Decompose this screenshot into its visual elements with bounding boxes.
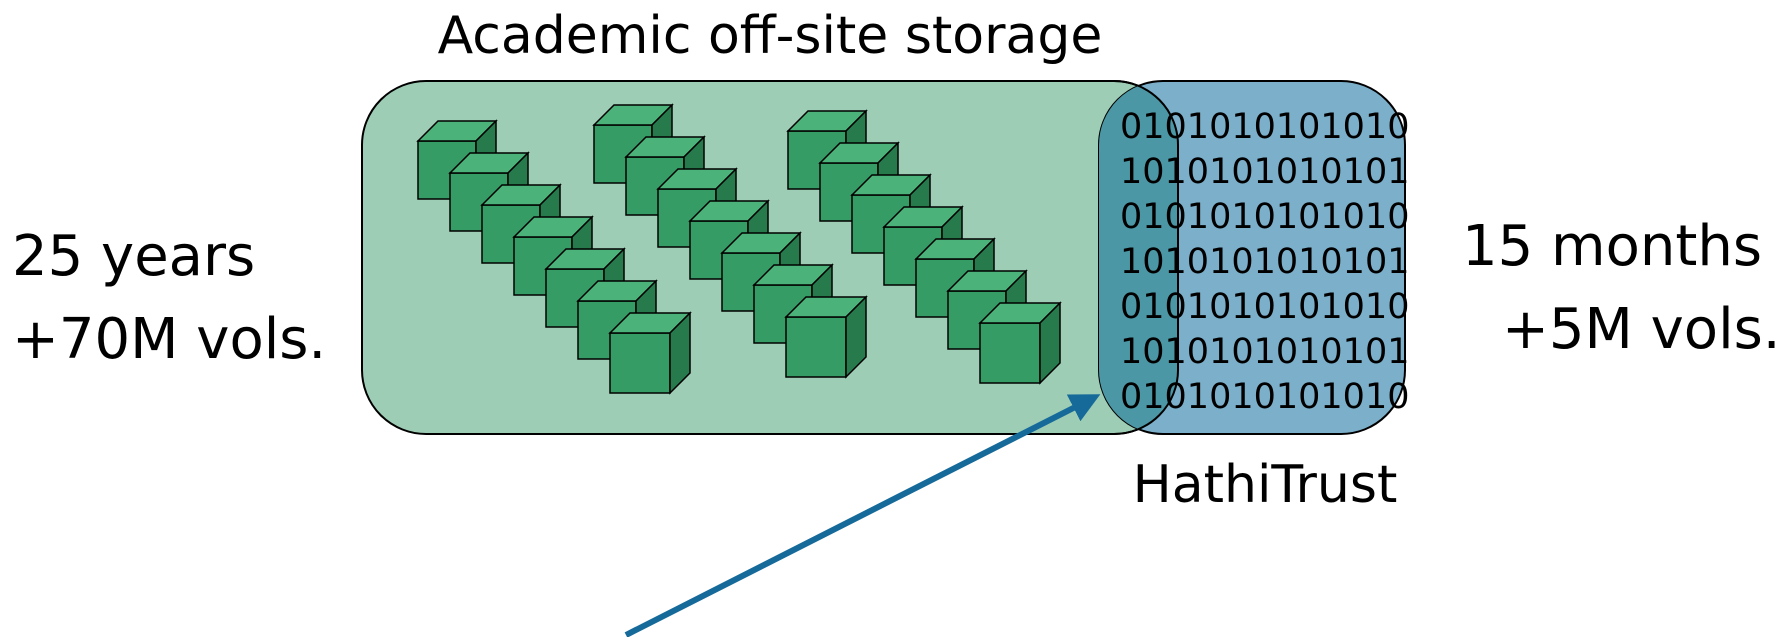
binary-row: 1010101010101 bbox=[1120, 242, 1410, 282]
binary-row: 0101010101010 bbox=[1120, 287, 1410, 327]
hathitrust-label: HathiTrust bbox=[1133, 455, 1398, 515]
diagram-title: Academic off-site storage bbox=[438, 6, 1103, 66]
pointer-arrow bbox=[624, 394, 1101, 637]
binary-row: 0101010101010 bbox=[1120, 377, 1410, 417]
binary-row: 0101010101010 bbox=[1120, 197, 1410, 237]
right-note-line1: 15 months bbox=[1462, 214, 1762, 279]
binary-row: 1010101010101 bbox=[1120, 152, 1410, 192]
left-note-line2: +70M vols. bbox=[12, 307, 326, 372]
binary-row: 1010101010101 bbox=[1120, 332, 1410, 372]
box bbox=[608, 311, 692, 395]
box bbox=[784, 295, 868, 379]
right-note-line2: +5M vols. bbox=[1502, 297, 1781, 362]
left-note-line1: 25 years bbox=[12, 224, 255, 289]
binary-data: 0101010101010 1010101010101 010101010101… bbox=[1120, 107, 1410, 417]
book-box-stacks bbox=[416, 103, 1062, 395]
box bbox=[978, 301, 1062, 385]
binary-row: 0101010101010 bbox=[1120, 107, 1410, 147]
storage-region-edge bbox=[1113, 80, 1179, 435]
overlap-region bbox=[1099, 81, 1178, 434]
